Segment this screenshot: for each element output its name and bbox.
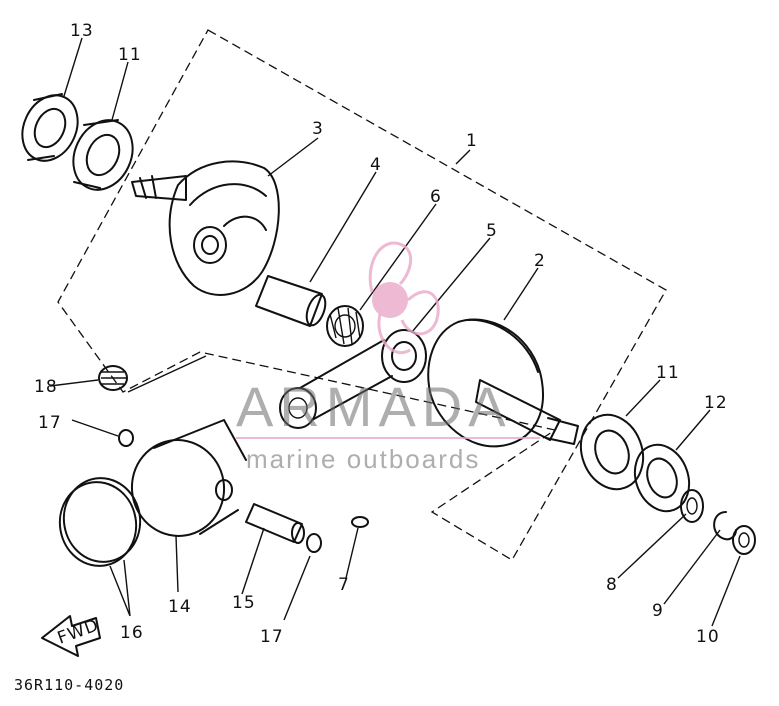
label-9: 9 — [652, 601, 664, 621]
label-1: 1 — [466, 131, 478, 151]
connecting-rod-5 — [279, 329, 427, 429]
propeller-logo-icon — [368, 241, 440, 354]
label-12: 12 — [704, 393, 728, 413]
label-14: 14 — [168, 597, 192, 617]
part-labels: 1 2 3 4 5 6 7 8 9 10 11 11 12 13 14 15 1… — [34, 21, 728, 647]
fwd-arrow-icon: FWD — [41, 615, 102, 657]
bearing-11-left — [72, 119, 134, 191]
washer-8 — [680, 489, 704, 523]
crank-pin-4 — [255, 275, 327, 327]
bearing-11-right — [579, 413, 645, 491]
label-6: 6 — [430, 187, 442, 207]
label-5: 5 — [486, 221, 498, 241]
leader-lines — [49, 37, 741, 627]
crank-half-left — [131, 160, 280, 296]
piston-rings-16 — [58, 477, 142, 567]
label-17-top: 17 — [38, 413, 62, 433]
brand-name: ARMADA — [236, 375, 512, 438]
circlip-17-bottom — [306, 533, 322, 553]
circlip-17-top — [118, 429, 134, 447]
label-8: 8 — [606, 575, 618, 595]
needle-bearing-6 — [326, 305, 364, 347]
label-11-left: 11 — [118, 45, 142, 65]
woodruff-key-7 — [351, 516, 369, 528]
small-end-bearing-18 — [98, 365, 128, 391]
crank-half-right — [427, 318, 579, 448]
label-4: 4 — [370, 155, 382, 175]
label-10: 10 — [696, 627, 720, 647]
bearing-13 — [21, 93, 79, 162]
brand-watermark: ARMADA marine outboards — [236, 241, 540, 474]
label-18: 18 — [34, 377, 58, 397]
fwd-label: FWD — [55, 615, 102, 648]
label-17-bottom: 17 — [260, 627, 284, 647]
oil-seal-12 — [633, 443, 691, 513]
label-2: 2 — [534, 251, 546, 271]
label-15: 15 — [232, 593, 256, 613]
assembly-boundary — [57, 29, 667, 561]
brand-tagline: marine outboards — [246, 444, 480, 474]
piston-pin-15 — [245, 503, 305, 544]
label-13: 13 — [70, 21, 94, 41]
nut-10 — [732, 525, 756, 555]
label-11-right: 11 — [656, 363, 680, 383]
piston-14 — [130, 419, 247, 537]
label-7: 7 — [338, 575, 350, 595]
drawing-code: 36R110-4020 — [14, 676, 124, 694]
label-3: 3 — [312, 119, 324, 139]
label-16: 16 — [120, 623, 144, 643]
